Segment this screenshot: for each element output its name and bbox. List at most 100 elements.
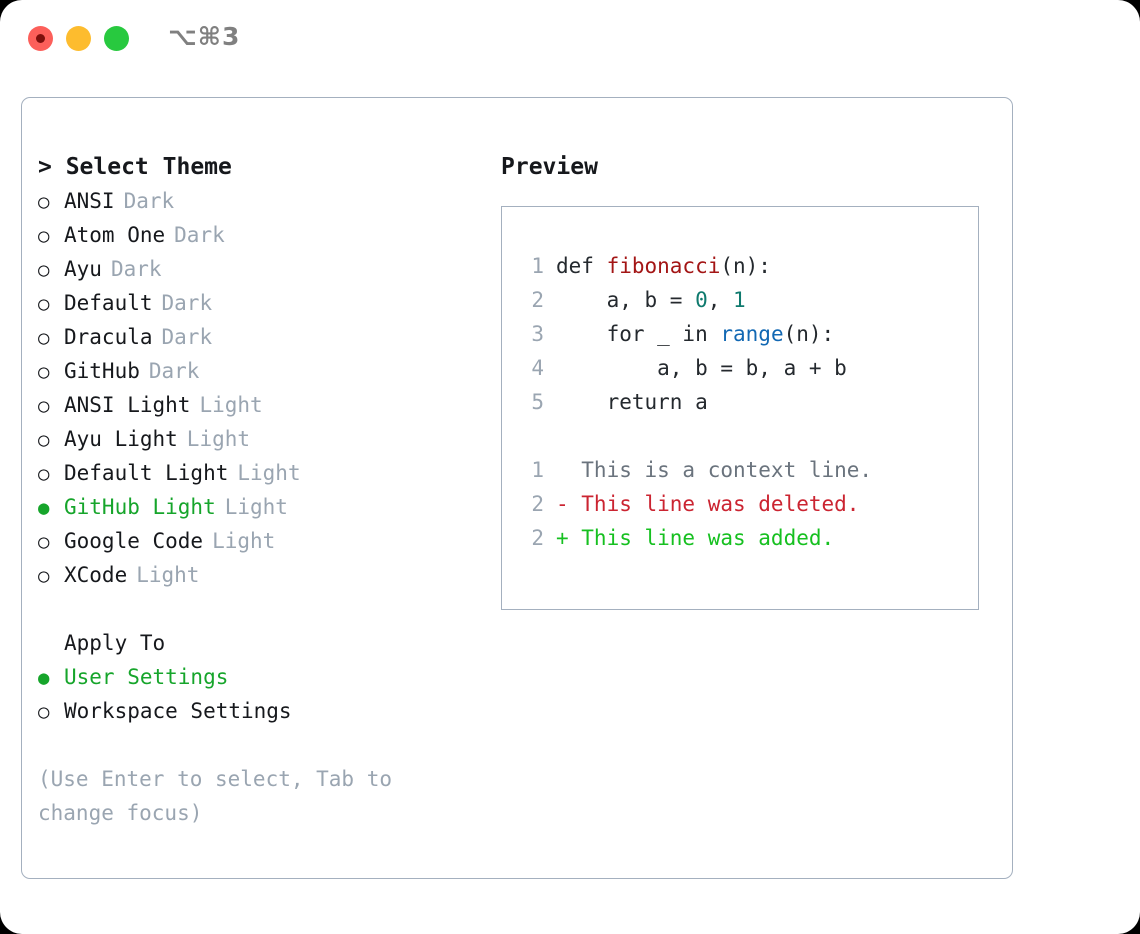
maximize-button-icon[interactable] — [104, 26, 129, 51]
keyboard-shortcut-label: ⌥⌘3 — [168, 22, 241, 51]
radio-unselected-icon: ○ — [38, 327, 50, 349]
diff-line-text-ctx: This is a context line. — [556, 458, 873, 482]
diff-line-number: 2 — [531, 492, 544, 516]
theme-option-ansi-light[interactable]: ○ ANSI Light Light — [38, 388, 478, 422]
code-token-plain: (n): — [720, 254, 771, 278]
theme-option-tag: Dark — [110, 257, 162, 281]
diff-line-number: 1 — [531, 458, 544, 482]
code-token-fn: fibonacci — [606, 254, 721, 278]
title-bar: ⌥⌘3 — [0, 0, 1140, 78]
keyboard-hint-text: (Use Enter to select, Tab to change focu… — [38, 767, 393, 825]
code-line-text: return a — [556, 385, 708, 419]
code-token-num: 0 — [695, 288, 708, 312]
minimize-button-icon[interactable] — [66, 26, 91, 51]
code-token-plain: a, b = — [556, 288, 696, 312]
code-line: 4 a, b = b, a + b — [518, 351, 978, 385]
theme-option-dracula[interactable]: ○ Dracula Dark — [38, 320, 478, 354]
window-controls — [28, 26, 129, 51]
diff-line: 1 This is a context line. — [518, 453, 978, 487]
theme-option-tag: Light — [136, 563, 200, 587]
diff-line: 2 + This line was added. — [518, 521, 978, 555]
radio-unselected-icon: ○ — [38, 395, 50, 417]
diff-line-number: 2 — [531, 526, 544, 550]
theme-option-default-light[interactable]: ○ Default Light Light — [38, 456, 478, 490]
code-token-plain: return a — [556, 390, 708, 414]
theme-option-tag: Light — [224, 495, 288, 519]
radio-unselected-icon: ○ — [38, 701, 50, 723]
theme-option-label: Atom One — [64, 223, 166, 247]
theme-option-tag: Light — [212, 529, 276, 553]
diff-line: 2 - This line was deleted. — [518, 487, 978, 521]
theme-option-label: Google Code — [64, 529, 204, 553]
theme-option-label: Default Light — [64, 461, 229, 485]
radio-unselected-icon: ○ — [38, 225, 50, 247]
theme-option-label: XCode — [64, 563, 128, 587]
code-line-text: a, b = 0, 1 — [556, 283, 746, 317]
apply-to-heading: Apply To — [64, 631, 166, 655]
radio-unselected-icon: ○ — [38, 463, 50, 485]
radio-unselected-icon: ○ — [38, 429, 50, 451]
code-token-plain: (n): — [783, 322, 835, 346]
code-line-text: a, b = b, a + b — [556, 351, 847, 385]
theme-option-label: GitHub — [64, 359, 140, 383]
theme-option-tag: Dark — [161, 325, 213, 349]
theme-option-label: Dracula — [64, 325, 153, 349]
apply-to-option-workspace-settings[interactable]: ○ Workspace Settings — [38, 694, 478, 728]
apply-to-section: Apply To ●User Settings ○ Workspace Settin… — [38, 626, 478, 728]
code-line: 2 a, b = 0, 1 — [518, 283, 978, 317]
code-line-number: 5 — [531, 390, 544, 414]
apply-to-option-label: Workspace Settings — [64, 699, 292, 723]
close-button-icon[interactable] — [28, 26, 53, 51]
diff-sample: 1 This is a context line. 2 - This line wa… — [518, 453, 978, 555]
theme-option-default[interactable]: ○ Default Dark — [38, 286, 478, 320]
code-line-number: 1 — [531, 254, 544, 278]
radio-selected-icon: ● — [38, 497, 50, 519]
theme-option-label: Ayu Light — [64, 427, 178, 451]
theme-option-label: ANSI Light — [64, 393, 191, 417]
radio-unselected-icon: ○ — [38, 531, 50, 553]
theme-option-label: Default — [64, 291, 153, 315]
apply-to-option-user-settings[interactable]: ●User Settings — [38, 660, 478, 694]
diff-line-text-add: + This line was added. — [556, 526, 835, 550]
code-line: 5 return a — [518, 385, 978, 419]
code-line: 3 for _ in range(n): — [518, 317, 978, 351]
code-line-number: 3 — [531, 322, 544, 346]
code-line-text: def fibonacci(n): — [556, 249, 771, 283]
theme-option-tag: Light — [237, 461, 301, 485]
theme-option-tag: Dark — [161, 291, 213, 315]
code-token-plain: for _ in — [556, 322, 721, 346]
theme-option-label: Ayu — [64, 257, 102, 281]
theme-option-label: ANSI — [64, 189, 115, 213]
code-diff-separator — [518, 419, 978, 453]
code-line-text: for _ in range(n): — [556, 317, 835, 351]
diff-line-text-del: - This line was deleted. — [556, 492, 860, 516]
code-token-plain: def — [556, 254, 607, 278]
preview-heading: Preview — [501, 154, 598, 180]
theme-option-google-code[interactable]: ○ Google Code Light — [38, 524, 478, 558]
apply-to-list[interactable]: ●User Settings ○ Workspace Settings — [38, 660, 478, 728]
theme-option-tag: Dark — [148, 359, 200, 383]
code-token-plain: , — [707, 288, 734, 312]
code-token-plain: a, b = b, a + b — [556, 356, 847, 380]
theme-option-tag: Light — [186, 427, 251, 451]
theme-option-tag: Light — [199, 393, 263, 417]
select-theme-heading: > Select Theme — [38, 154, 232, 180]
radio-unselected-icon: ○ — [38, 293, 50, 315]
apply-to-option-label: User Settings — [64, 665, 229, 689]
theme-option-ayu-light[interactable]: ○ Ayu Light Light — [38, 422, 478, 456]
code-token-blt: range — [720, 322, 784, 346]
